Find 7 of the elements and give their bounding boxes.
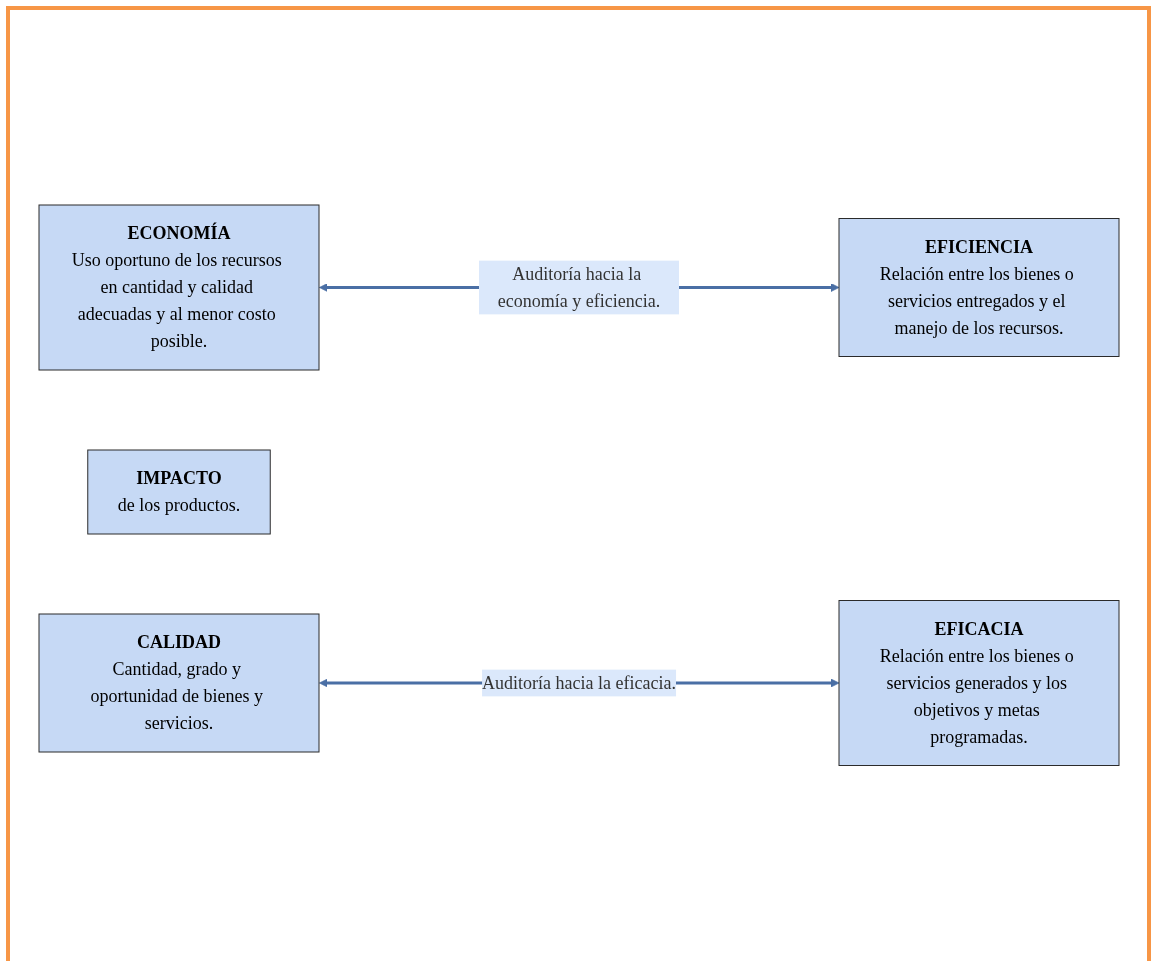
node-box: ECONOMÍA Uso oportuno de los recursos en cantidad y calidad adecuadas y al menor costo posible. bbox=[38, 204, 319, 371]
node-box: CALIDAD Cantidad, grado y oportunidad de bienes y servicios. bbox=[38, 613, 319, 753]
node-box: EFICACIA Relación entre los bienes o servicios generados y los objetivos y metas programadas. bbox=[838, 600, 1119, 767]
edge-label: Auditoría hacia la eficacia. bbox=[481, 672, 676, 693]
node-box: EFICIENCIA Relación entre los bienes o servicios entregados y el manejo de los recursos. bbox=[838, 218, 1119, 358]
edge-label: Auditoría hacia la economía y eficiencia. bbox=[497, 263, 660, 311]
node-box: IMPACTO de los productos. bbox=[86, 449, 271, 535]
